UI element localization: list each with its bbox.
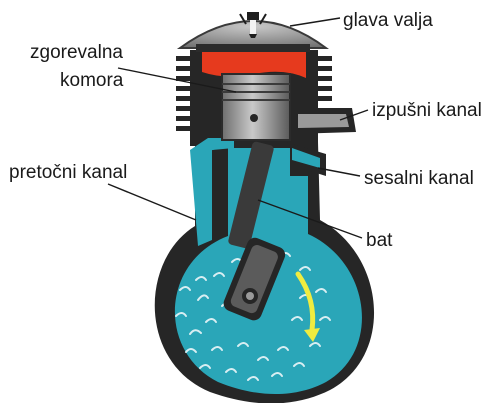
- label-cylinder-head: glava valja: [343, 10, 433, 31]
- label-combustion-chamber-line2: komora: [60, 70, 124, 91]
- piston: [222, 74, 290, 140]
- leader-cylinder-head: [290, 18, 340, 26]
- label-piston: bat: [366, 230, 393, 251]
- label-intake-port: sesalni kanal: [364, 168, 474, 189]
- cylinder-head: [180, 12, 326, 52]
- label-exhaust-port: izpušni kanal: [372, 100, 482, 121]
- leader-transfer-port: [108, 184, 196, 220]
- label-combustion-chamber-line1: zgorevalna: [30, 42, 123, 63]
- label-transfer-port: pretočni kanal: [9, 162, 127, 183]
